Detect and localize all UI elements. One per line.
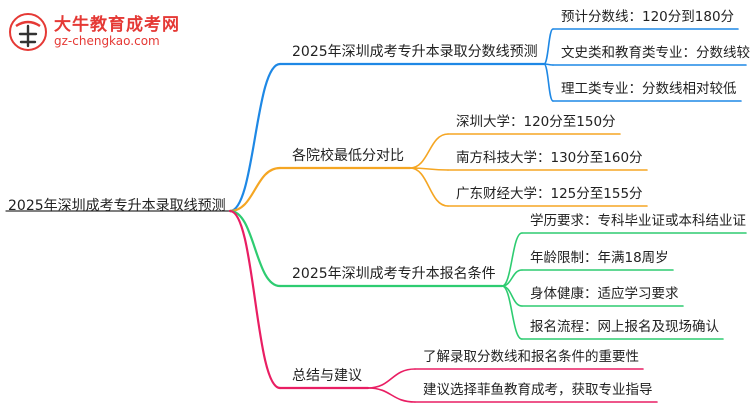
root-node: 2025年深圳成考专升本录取线预测 — [8, 198, 226, 214]
branch-connector-0 — [228, 62, 282, 213]
leaf-understand-importance: 了解录取分数线和报名条件的重要性 — [423, 349, 639, 365]
leaf-connector-1-0 — [409, 133, 449, 169]
leaf-connector-0-2 — [543, 63, 554, 102]
branch-enrollment-conditions: 2025年深圳成考专升本报名条件 — [292, 266, 496, 282]
logo: 大牛教育成考网 gz-chengkao.com — [8, 8, 218, 54]
branch-summary-advice: 总结与建议 — [292, 368, 362, 384]
leaf-education-requirement: 学历要求：专科毕业证或本科结业证 — [530, 213, 746, 229]
leaf-connector-0-0 — [543, 28, 554, 65]
leaf-connector-2-0 — [501, 232, 523, 287]
branch-college-comparison: 各院校最低分对比 — [292, 148, 404, 164]
leaf-health: 身体健康：适应学习要求 — [530, 286, 679, 302]
leaf-sustech: 南方科技大学：130分至160分 — [456, 150, 643, 166]
logo-title: 大牛教育成考网 — [54, 15, 180, 35]
leaf-connector-1-2 — [409, 167, 449, 207]
leaf-connector-2-3 — [501, 285, 523, 340]
leaf-age-limit: 年龄限制：年满18周岁 — [530, 250, 669, 266]
leaf-arts-education: 文史类和教育类专业：分数线较高 — [561, 45, 750, 61]
logo-mark-icon — [9, 13, 47, 51]
leaf-advice-choose: 建议选择菲鱼教育成考，获取专业指导 — [423, 382, 653, 398]
leaf-shenzhen-university: 深圳大学：120分至150分 — [456, 114, 616, 130]
leaf-science-engineering: 理工类专业：分数线相对较低 — [561, 81, 737, 97]
leaf-registration-process: 报名流程：网上报名及现场确认 — [530, 319, 719, 335]
leaf-predicted-score: 预计分数线：120分到180分 — [561, 9, 735, 25]
branch-connector-2 — [228, 209, 282, 288]
branch-connector-3 — [228, 209, 282, 390]
logo-url: gz-chengkao.com — [54, 34, 160, 48]
leaf-connector-3-0 — [367, 368, 416, 389]
branch-connector-1 — [228, 166, 282, 213]
branch-score-prediction: 2025年深圳成考专升本录取分数线预测 — [292, 44, 538, 60]
leaf-connector-3-1 — [367, 387, 416, 403]
leaf-gdufe: 广东财经大学：125分至155分 — [456, 186, 643, 202]
